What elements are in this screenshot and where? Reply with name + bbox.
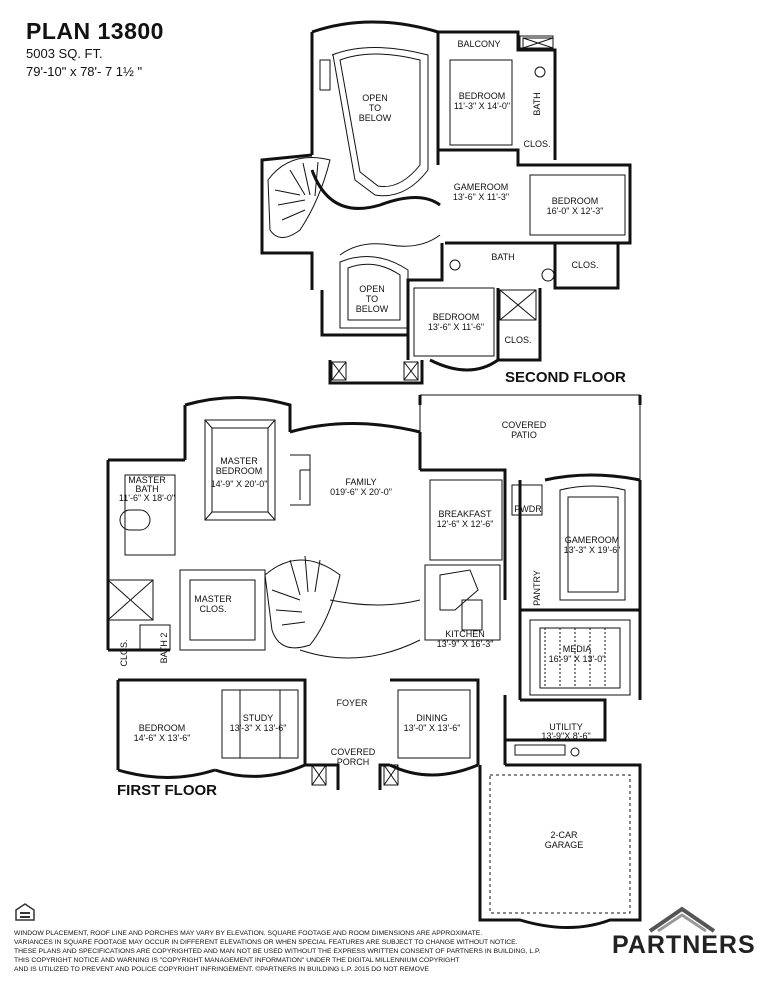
open-below-label: OPEN xyxy=(362,93,388,103)
copyright-disclaimer: WINDOW PLACEMENT, ROOF LINE AND PORCHES … xyxy=(14,930,541,973)
bedroom-label: BEDROOM xyxy=(459,91,506,101)
dining-label: DINING xyxy=(416,713,448,723)
room-label-line: 13'-9" X 16'-3" xyxy=(437,639,494,649)
media-label: MEDIA xyxy=(563,644,592,654)
room-label-line: 019'-6" X 20'-0" xyxy=(330,487,392,497)
partners-logo: PARTNERS xyxy=(610,903,760,963)
closet-label: CLOS. xyxy=(523,139,550,149)
bath-2-label: BATH 2 xyxy=(159,633,169,664)
room-label-line: 14'-9" X 20'-0" xyxy=(211,479,268,489)
first-floor-heading: FIRST FLOOR xyxy=(117,782,217,799)
gameroom-label: GAMEROOM xyxy=(565,535,620,545)
covered-porch-label: COVERED xyxy=(331,747,376,757)
master-closet-label: MASTER xyxy=(194,594,232,604)
room-label-line: 13'-6" X 11'-6" xyxy=(428,322,484,332)
room-label-line: 11'-3" X 14'-0" xyxy=(454,101,510,111)
room-label-line: 14'-6" X 13'-6" xyxy=(134,733,191,743)
room-label-line: 13'-9"X 8'-6" xyxy=(541,731,590,741)
closet-label: CLOS. xyxy=(119,639,129,666)
master-bath-label: MASTER xyxy=(128,475,166,485)
bedroom-label: BEDROOM xyxy=(552,196,599,206)
bath-label: BATH xyxy=(491,252,514,262)
breakfast-label: BREAKFAST xyxy=(438,509,492,519)
room-label-line: BATH xyxy=(135,484,158,494)
room-label-line: 13'-6" X 11'-3" xyxy=(453,192,509,202)
room-label-line: PORCH xyxy=(337,757,370,767)
equal-housing-icon xyxy=(15,903,35,921)
room-label-line: GARAGE xyxy=(545,840,584,850)
room-label-line: 16'-0" X 12'-3" xyxy=(547,206,604,216)
closet-label: CLOS. xyxy=(504,335,531,345)
utility-label: UTILITY xyxy=(549,722,583,732)
room-label-line: 13'-3" X 19'-6" xyxy=(564,545,621,555)
room-label-line: CLOS. xyxy=(199,604,226,614)
room-label-line: 16'-9" X 13'-0" xyxy=(549,654,606,664)
covered-patio-label: COVERED xyxy=(502,420,547,430)
room-label-line: BELOW xyxy=(356,304,389,314)
foyer-label: FOYER xyxy=(336,698,368,708)
balcony-label: BALCONY xyxy=(457,39,500,49)
plan-title: PLAN 13800 xyxy=(26,18,164,44)
room-label-line: 11'-6" X 18'-0" xyxy=(119,493,175,503)
bedroom-label: BEDROOM xyxy=(433,312,480,322)
garage-label: 2-CAR xyxy=(550,830,578,840)
powder-room-label: PWDR xyxy=(514,504,542,514)
square-footage: 5003 SQ. FT. xyxy=(26,46,103,61)
bath-label: BATH xyxy=(532,92,542,115)
brand-name: PARTNERS xyxy=(612,931,756,959)
second-floor-walls xyxy=(260,20,632,385)
second-floor-heading: SECOND FLOOR xyxy=(505,369,626,386)
room-label-line: BEDROOM xyxy=(216,466,263,476)
roof-icon xyxy=(648,906,716,933)
room-label-line: PATIO xyxy=(511,430,537,440)
gameroom-label: GAMEROOM xyxy=(454,182,509,192)
room-label-line: 13'-0" X 13'-6" xyxy=(404,723,461,733)
second-floor-detail xyxy=(267,35,626,381)
room-label-line: TO xyxy=(366,294,378,304)
first-floor-walls xyxy=(106,396,642,929)
kitchen-label: KITCHEN xyxy=(445,629,485,639)
master-bedroom-label: MASTER xyxy=(220,456,258,466)
pantry-label: PANTRY xyxy=(532,570,542,606)
study-label: STUDY xyxy=(243,713,274,723)
closet-label: CLOS. xyxy=(571,260,598,270)
room-label-line: 12'-6" X 12'-6" xyxy=(437,519,494,529)
room-label-line: BELOW xyxy=(359,113,392,123)
family-label: FAMILY xyxy=(345,477,376,487)
room-label-line: TO xyxy=(369,103,381,113)
overall-dimensions: 79'-10" x 78'- 7 1½ " xyxy=(26,64,143,79)
first-floor-detail xyxy=(107,394,642,914)
room-label-line: 13'-3" X 13'-6" xyxy=(230,723,287,733)
open-below-label: OPEN xyxy=(359,284,385,294)
bedroom-label: BEDROOM xyxy=(139,723,186,733)
